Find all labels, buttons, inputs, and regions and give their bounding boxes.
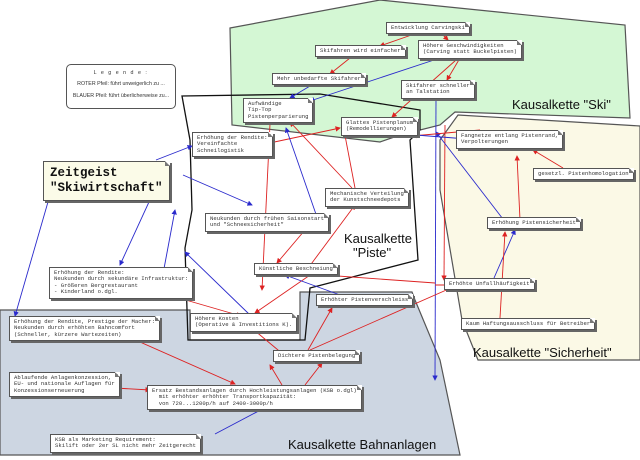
- node-marketing: KSB als Marketing Requirement: Skilift o…: [50, 434, 201, 453]
- node-wear: Erhöhter Pistenverschleiss: [316, 294, 414, 307]
- blue-causal-arrow: [182, 174, 253, 206]
- red-causal-arrow: [532, 149, 564, 169]
- red-causal-arrow: [309, 283, 461, 351]
- red-causal-arrow: [289, 121, 353, 189]
- node-concession: Ablaufende Anlagenkonzession, EU- und na…: [9, 372, 120, 398]
- node-tip-top: Aufwändige Tip-Top Pistenperparierung: [243, 98, 314, 124]
- node-faster-valley: Skifahrer schneller an Talstation: [401, 80, 475, 99]
- blue-causal-arrow: [432, 97, 438, 381]
- node-carving: Entwicklung Carvingski: [386, 22, 470, 35]
- red-causal-arrow: [254, 272, 314, 314]
- node-nets: Fangnetze entlang Pistenrand, Verpolteru…: [456, 130, 564, 149]
- region-label-ski: Kausalkette "Ski": [512, 97, 611, 112]
- node-secondary-infra: Erhöhung der Rendite: Neukunden durch se…: [49, 267, 194, 299]
- red-causal-arrow: [514, 155, 521, 221]
- blue-causal-arrow: [184, 251, 251, 316]
- red-causal-arrow: [329, 57, 351, 75]
- legend-blue-arrow: BLAUER Pfeil: führt überlicherweise zu..…: [72, 93, 170, 99]
- node-easier-skiing: Skifahren wird einfacher: [315, 45, 406, 58]
- region-piste: [181, 93, 421, 341]
- node-zeitgeist: Zeitgeist "Skiwirtschaft": [43, 161, 170, 201]
- red-causal-arrow: [499, 231, 508, 319]
- node-liability: Kaum Haftungsausschluss für Betreiber: [461, 318, 596, 331]
- blue-causal-arrow: [155, 145, 193, 161]
- node-early-season: Neukunden durch frühen Saisonstart und "…: [205, 213, 330, 232]
- blue-causal-arrow: [284, 127, 319, 221]
- blue-causal-arrow: [13, 194, 51, 317]
- red-causal-arrow: [446, 57, 461, 81]
- legend-box: L e g e n d e : ROTER Pfeil: führt unwei…: [66, 64, 176, 109]
- node-piste-safety: Erhöhung Pistensicherheit: [487, 217, 581, 230]
- node-homologation: gesetzl. Pistenhomologation: [533, 168, 634, 181]
- red-causal-arrow: [269, 364, 283, 386]
- red-causal-arrow: [264, 126, 341, 145]
- node-replacement: Ersatz Bestandsanlagen durch Hochleistun…: [147, 385, 362, 411]
- region-label-lifts: Kausalkette Bahnanlagen: [288, 437, 437, 452]
- node-return-logistics: Erhöhung der Rendite: Vereinfachte Schne…: [192, 132, 273, 158]
- node-accidents: Erhöhte Unfallhäufigkeit: [444, 278, 535, 291]
- red-causal-arrow: [309, 271, 436, 284]
- node-smooth-surface: Glattes Pistenplanum (Remodellierungen): [341, 117, 419, 136]
- region-ski: [229, 0, 631, 143]
- blue-causal-arrow: [289, 85, 311, 99]
- legend-title: L e g e n d e :: [93, 70, 149, 76]
- region-label-piste-1: Kausalkette: [344, 231, 412, 246]
- node-higher-speed: Höhere Geschwindigkeiten (Carving statt …: [418, 40, 522, 59]
- region-label-piste-2: "Piste": [353, 245, 392, 260]
- legend-red-arrow: ROTER Pfeil: führt unweigerlich zu ...: [77, 81, 165, 87]
- node-costs: Höhere Kosten (Operative & Investitions …: [190, 313, 298, 332]
- blue-causal-arrow: [309, 57, 441, 103]
- node-prestige: Erhöhung der Rendite, Prestige der Mache…: [9, 316, 160, 342]
- red-causal-arrow: [276, 229, 306, 264]
- node-distribution: Mechanische Verteilung der Kunstschneede…: [325, 188, 409, 207]
- region-label-safety: Kausalkette "Sicherheit": [473, 345, 612, 360]
- node-density: Dichtere Pistenbelegung: [273, 350, 361, 363]
- blue-causal-arrow: [284, 274, 341, 296]
- red-causal-arrow: [304, 362, 323, 386]
- blue-causal-arrow: [493, 229, 516, 279]
- blue-causal-arrow: [435, 131, 507, 224]
- red-causal-arrow: [307, 307, 333, 351]
- red-causal-arrow: [441, 124, 447, 281]
- node-inexperienced: Mehr unbedarfte Skifahrer: [272, 73, 366, 86]
- node-snowmaking: Künstliche Beschneiung: [254, 263, 338, 276]
